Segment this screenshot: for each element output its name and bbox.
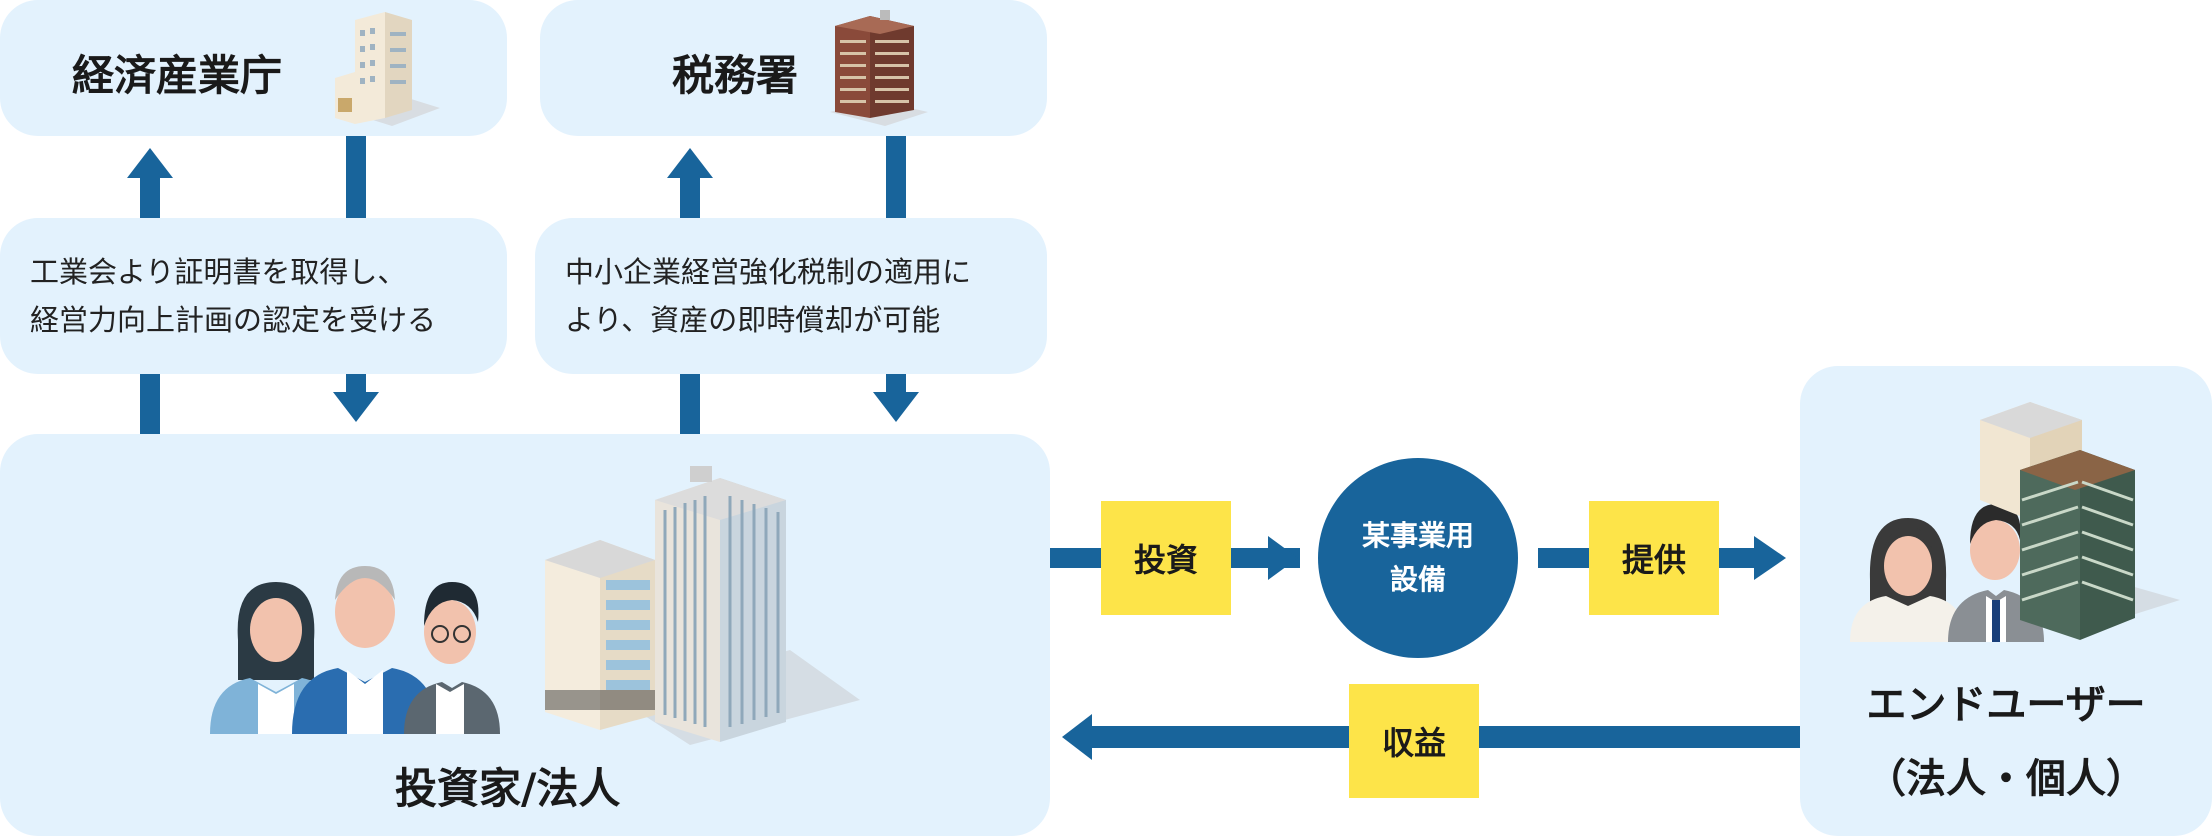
meti-note: 工業会より証明書を取得し、 経営力向上計画の認定を受ける (30, 248, 436, 344)
tax-down-arrow (873, 136, 919, 422)
equipment-line2: 設備 (1389, 563, 1446, 596)
investor-box (0, 434, 1050, 836)
tax-note: 中小企業経営強化税制の適用に より、資産の即時償却が可能 (565, 248, 971, 344)
meti-note-box (0, 218, 507, 374)
tax-title: 税務署 (672, 51, 799, 100)
tax-note-line2: より、資産の即時償却が可能 (565, 303, 941, 337)
revenue-label: 収益 (1349, 684, 1479, 798)
meti-up-arrow (127, 148, 173, 434)
investor-people-icon (210, 566, 500, 734)
investor-title: 投資家/法人 (395, 764, 621, 813)
tax-note-box (535, 218, 1047, 374)
enduser-people-icon (1850, 504, 2044, 642)
meti-note-line2: 経営力向上計画の認定を受ける (30, 303, 437, 337)
tax-office-building-icon (830, 10, 928, 126)
provide-label: 提供 (1589, 501, 1719, 615)
enduser-title-line1: エンドユーザー (1866, 682, 2146, 728)
tax-box (540, 0, 1047, 136)
office-building-icon (335, 12, 440, 126)
meti-note-line1: 工業会より証明書を取得し、 (30, 255, 407, 289)
equipment-line1: 某事業用 (1361, 519, 1474, 552)
equipment-circle: 某事業用 設備 (1318, 458, 1518, 658)
tax-up-arrow (667, 148, 713, 434)
tax-note-line1: 中小企業経営強化税制の適用に (565, 255, 972, 289)
enduser-title: エンドユーザー （法人・個人） (1800, 668, 2212, 816)
apartment-building-icon (1980, 402, 2180, 640)
invest-label: 投資 (1101, 501, 1231, 615)
meti-title: 経済産業庁 (72, 51, 283, 100)
meti-down-arrow (333, 136, 379, 422)
investor-buildings-icon (545, 466, 860, 745)
enduser-title-line2: （法人・個人） (1866, 756, 2146, 802)
